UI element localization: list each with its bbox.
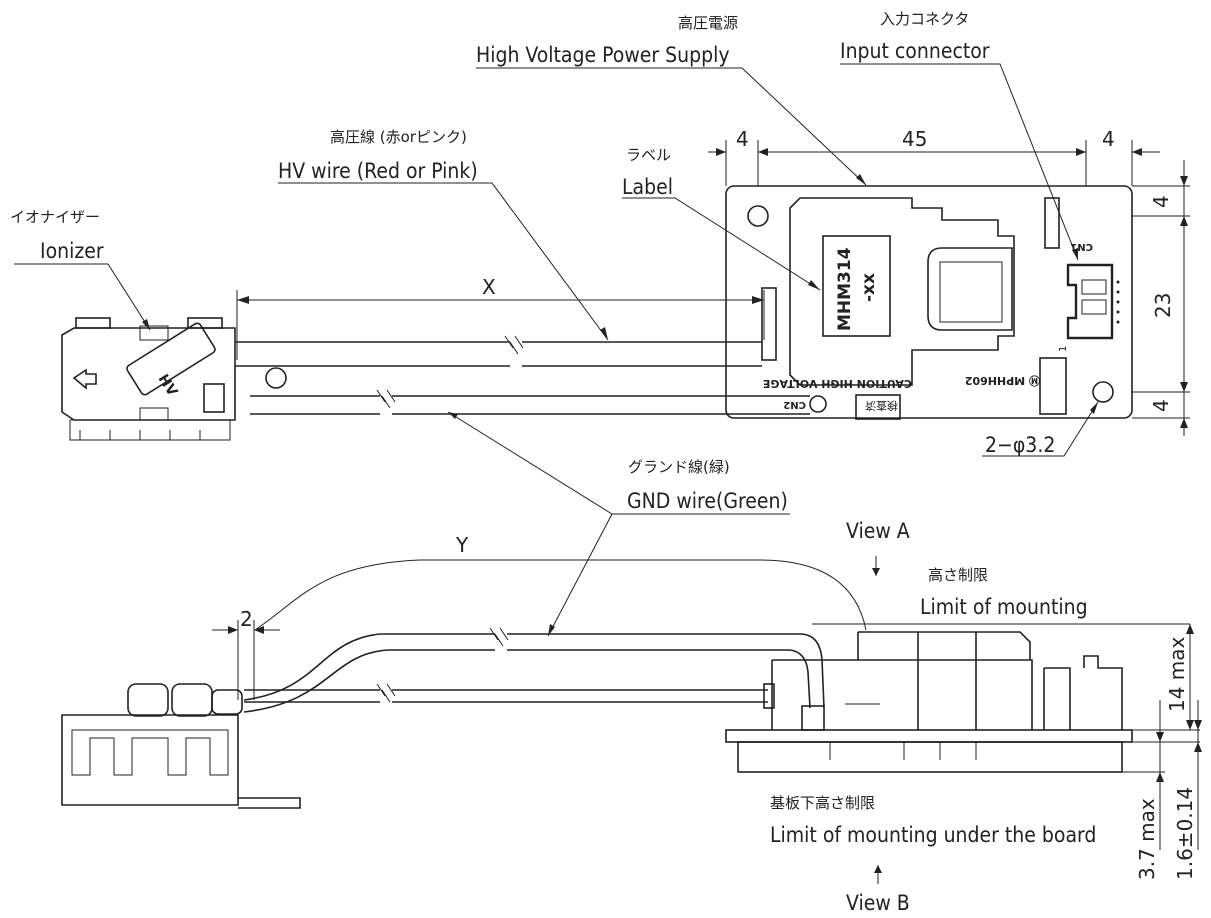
maker-marking: Ⓜ MPHH602 [965,374,1040,388]
cn2-terminal [809,395,827,413]
label-jp: ラベル [626,146,671,164]
ionizer-en: Ionizer [40,239,104,263]
ionizer-top-view: HV [61,317,810,441]
hv-tag [126,322,216,396]
limit-en: Limit of mounting [920,595,1088,619]
dim-top-left: 4 [736,127,749,151]
annotation-labels: 高圧電源 High Voltage Power Supply 入力コネクタ In… [10,10,1096,915]
ionizer-base [69,419,231,441]
ionizer-hole [265,367,287,389]
inspection-sticker [855,394,901,420]
dim-x: X [482,275,496,299]
pcb-outline [725,185,1133,419]
label-sticker [822,235,891,337]
board-component-1 [1044,197,1060,249]
hv-supply-en: High Voltage Power Supply [476,43,730,67]
ionizer-body [61,327,236,421]
hv-wire-break [504,335,524,355]
transformer-housing [789,197,1015,386]
transformer-core [927,247,1013,331]
hv-wire-jp: 高圧線 (赤orピンク) [330,128,467,146]
input-connector-jp: 入力コネクタ [880,10,969,28]
board-top-view: MHM314 -xx CN1 1 Ⓜ MPHH602 CAUTION HIGH … [725,185,1133,420]
dim-under-max: 3.7 max [1135,798,1159,880]
cn1-pin-a [1081,279,1107,295]
gnd-wire-side-lower [243,649,811,713]
limit-under-en: Limit of mounting under the board [770,823,1096,847]
gnd-wire-side-upper [243,633,825,709]
hv-supply-jp: 高圧電源 [678,14,738,32]
gnd-wire-jp: グランド線(緑) [628,458,730,476]
label-model-suffix: -xx [859,273,879,302]
dim-right-mid: 23 [1151,293,1175,318]
dim-top-right: 4 [1102,127,1115,151]
dim-gap: 2 [240,607,253,631]
dimension-values: 4 45 4 4 23 4 X Y 2 14 max 3.7 max 1.6±0… [240,127,1197,880]
dim-y: Y [455,533,469,557]
limit-under-jp: 基板下高さ制限 [770,794,875,812]
dimension-lines [212,140,1202,850]
view-b: View B [846,891,910,915]
ionizer-side-tab [238,797,301,809]
ionizer-jp: イオナイザー [10,208,100,226]
dim-right-top: 4 [1149,195,1173,208]
board-component-2 [1039,357,1067,415]
cn1-pin-b [1081,299,1107,315]
dim-height-max: 14 max [1165,636,1189,712]
mount-hole-bottom [1092,381,1114,403]
cn1-marking: CN1 [1070,241,1093,252]
mount-hole-top [747,205,769,227]
gnd-clip [203,383,225,413]
dim-board-thickness: 1.6±0.14 [1173,787,1197,880]
view-a: View A [846,519,910,543]
cn2-marking: CN2 [783,399,806,410]
y-dimension-curve [254,559,867,631]
pcb-side [725,729,1133,743]
cn1-dots [1116,280,1120,324]
transformer-core-inner [939,261,1003,323]
hv-wire-grommet [761,287,777,361]
limit-jp: 高さ制限 [928,566,988,584]
inspection-sticker-text: 検査済 [865,399,898,413]
label-en: Label [622,175,673,199]
gnd-wire-en: GND wire(Green) [627,489,788,513]
hole-spec: 2−φ3.2 [985,433,1055,457]
dim-top-mid: 45 [902,127,927,151]
input-connector-en: Input connector [840,39,990,63]
transformer-side [771,659,1033,730]
caution-marking: CAUTION HIGH VOLTAGE [763,377,912,390]
pin1-marking: 1 [1058,346,1069,352]
dim-right-bot: 4 [1149,399,1173,412]
arrow-icon [72,368,97,390]
label-model-text: MHM314 [835,247,855,331]
cn1-connector [1066,263,1114,340]
under-board-parts [737,741,1123,773]
side-view [61,623,1190,809]
gnd-wire-break [376,389,396,409]
leader-lines [14,63,1099,884]
ionizer-side-body [61,714,239,806]
hv-wire-en: HV wire (Red or Pink) [278,159,478,183]
